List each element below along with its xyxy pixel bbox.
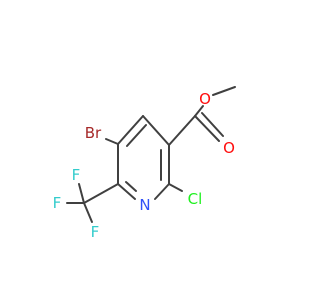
bond-c2-n: [154, 183, 170, 200]
bonds: [66, 86, 236, 223]
atom-oxygen-ester: O: [199, 90, 211, 108]
atom-bromine: Br: [85, 124, 102, 142]
atom-labels: Br N Cl O O F F F: [53, 90, 235, 241]
bond-cf3-f-bottom: [83, 202, 93, 223]
atom-nitrogen: N: [139, 196, 150, 214]
atom-fluorine-left: F: [53, 194, 62, 212]
bond-cf3-f-top: [78, 183, 85, 204]
atom-fluorine-bottom: F: [91, 223, 100, 241]
bond-c-o-double-inner: [201, 112, 224, 137]
molecule-structure: Br N Cl O O F F F: [52, 86, 236, 241]
bond-c5-br: [105, 138, 119, 145]
bond-c-o-double: [194, 115, 220, 142]
bond-c4-c3: [142, 115, 170, 146]
bond-n-c6-inner: [125, 181, 137, 192]
bond-c-o-single: [194, 105, 204, 117]
atom-fluorine-top: F: [72, 166, 81, 184]
bond-c5-c4: [117, 115, 144, 145]
bond-c6-cf3: [83, 183, 119, 204]
atom-chlorine: Cl: [188, 190, 203, 208]
bond-c2-cl: [168, 183, 183, 192]
bond-o-methyl: [212, 86, 236, 96]
atom-oxygen-carbonyl: O: [223, 139, 235, 157]
bond-c5-c4-inner: [126, 124, 147, 147]
bond-c3-ccarbonyl: [168, 115, 196, 146]
bond-n-c6: [117, 183, 136, 200]
